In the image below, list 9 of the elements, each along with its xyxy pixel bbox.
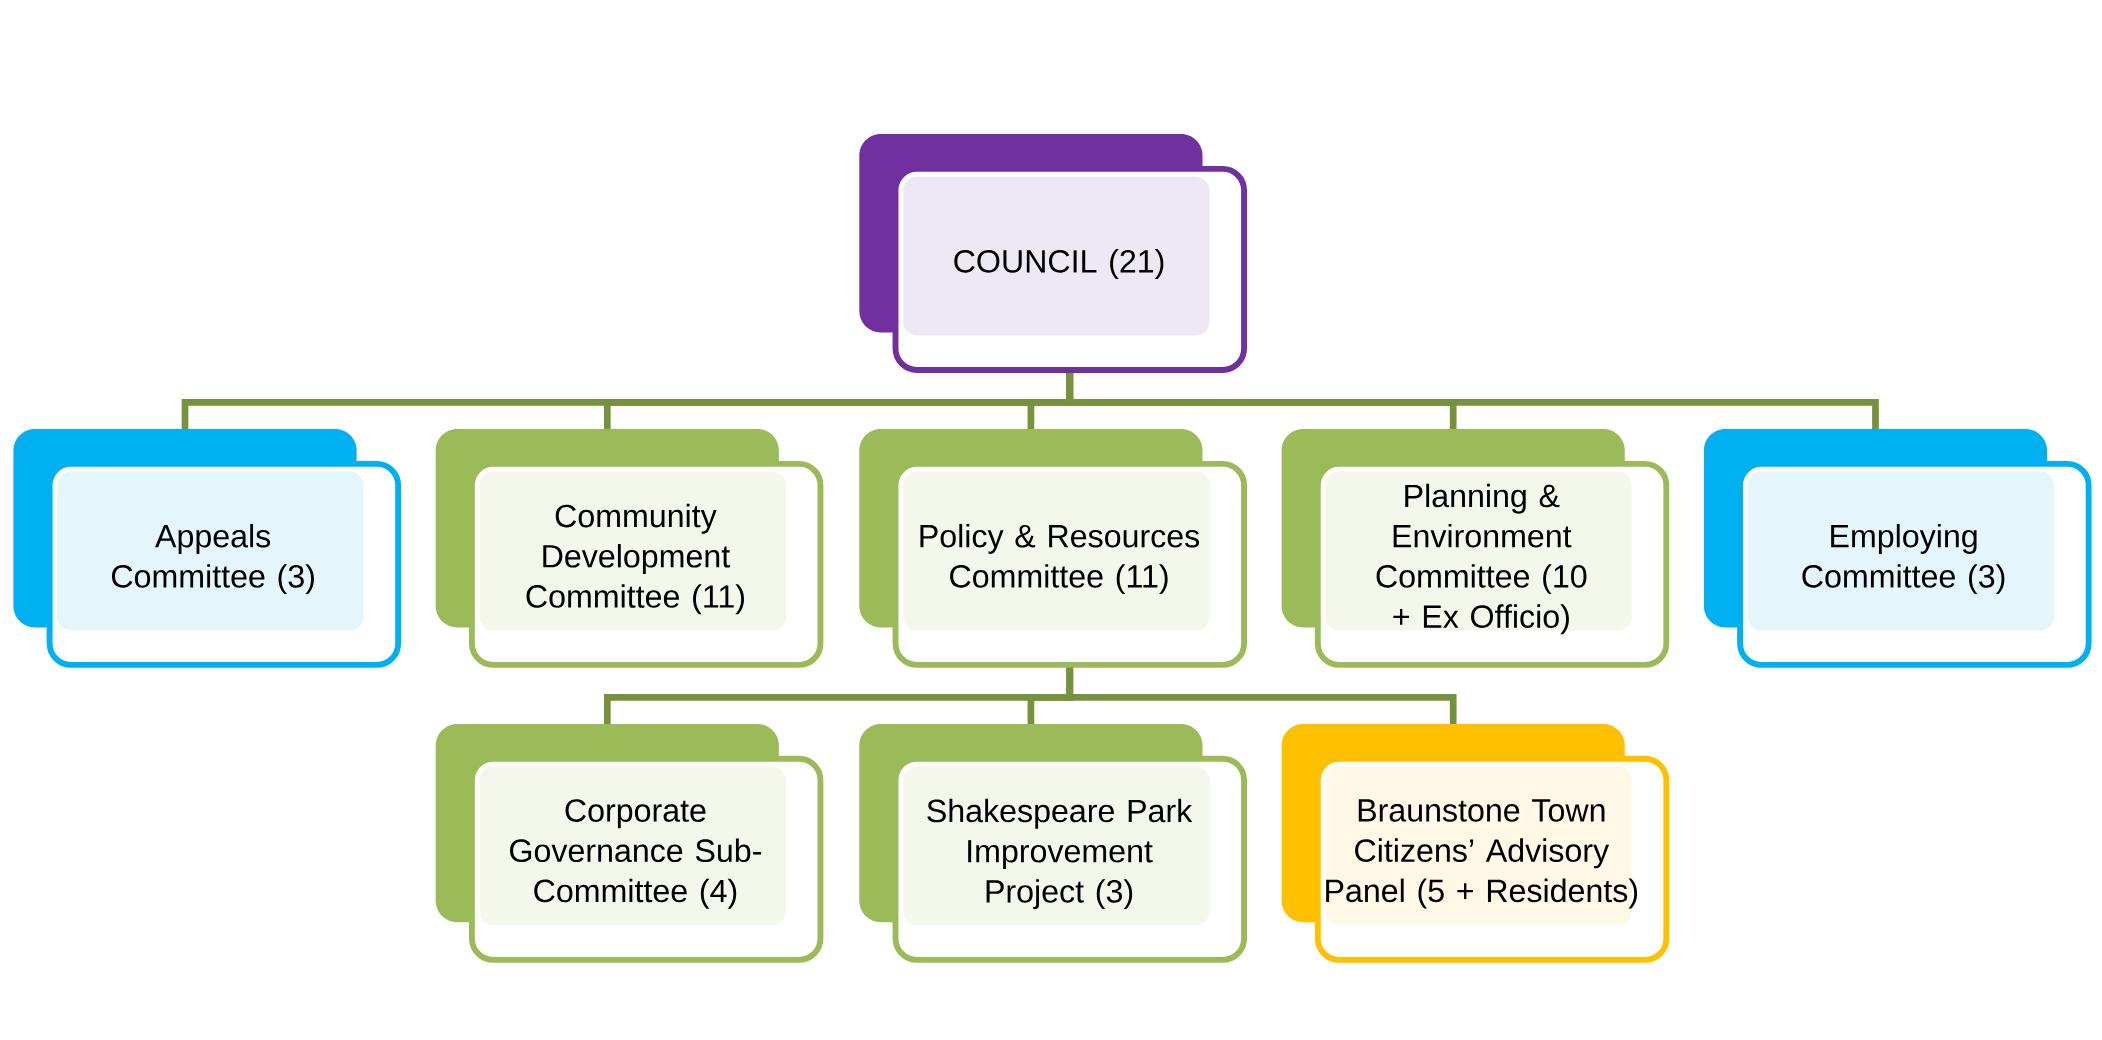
committee-box: Planning & Environment Committee (10 + Ex Officio) bbox=[1281, 428, 1670, 668]
committee-box: Community Development Committee (11) bbox=[435, 428, 824, 668]
committee-box: Braunstone Town Citizens’ Advisory Panel (5 + Residents) bbox=[1281, 723, 1670, 963]
committee-box: COUNCIL (21) bbox=[859, 133, 1247, 373]
committee-box: Policy & Resources Committee (11) bbox=[859, 428, 1247, 668]
committee-box: Appeals Committee (3) bbox=[13, 428, 402, 668]
committee-box: Employing Committee (3) bbox=[1703, 428, 2092, 668]
committee-box: Corporate Governance Sub-Committee (4) bbox=[435, 723, 824, 963]
committee-box: Shakespeare Park Improvement Project (3) bbox=[859, 723, 1247, 963]
